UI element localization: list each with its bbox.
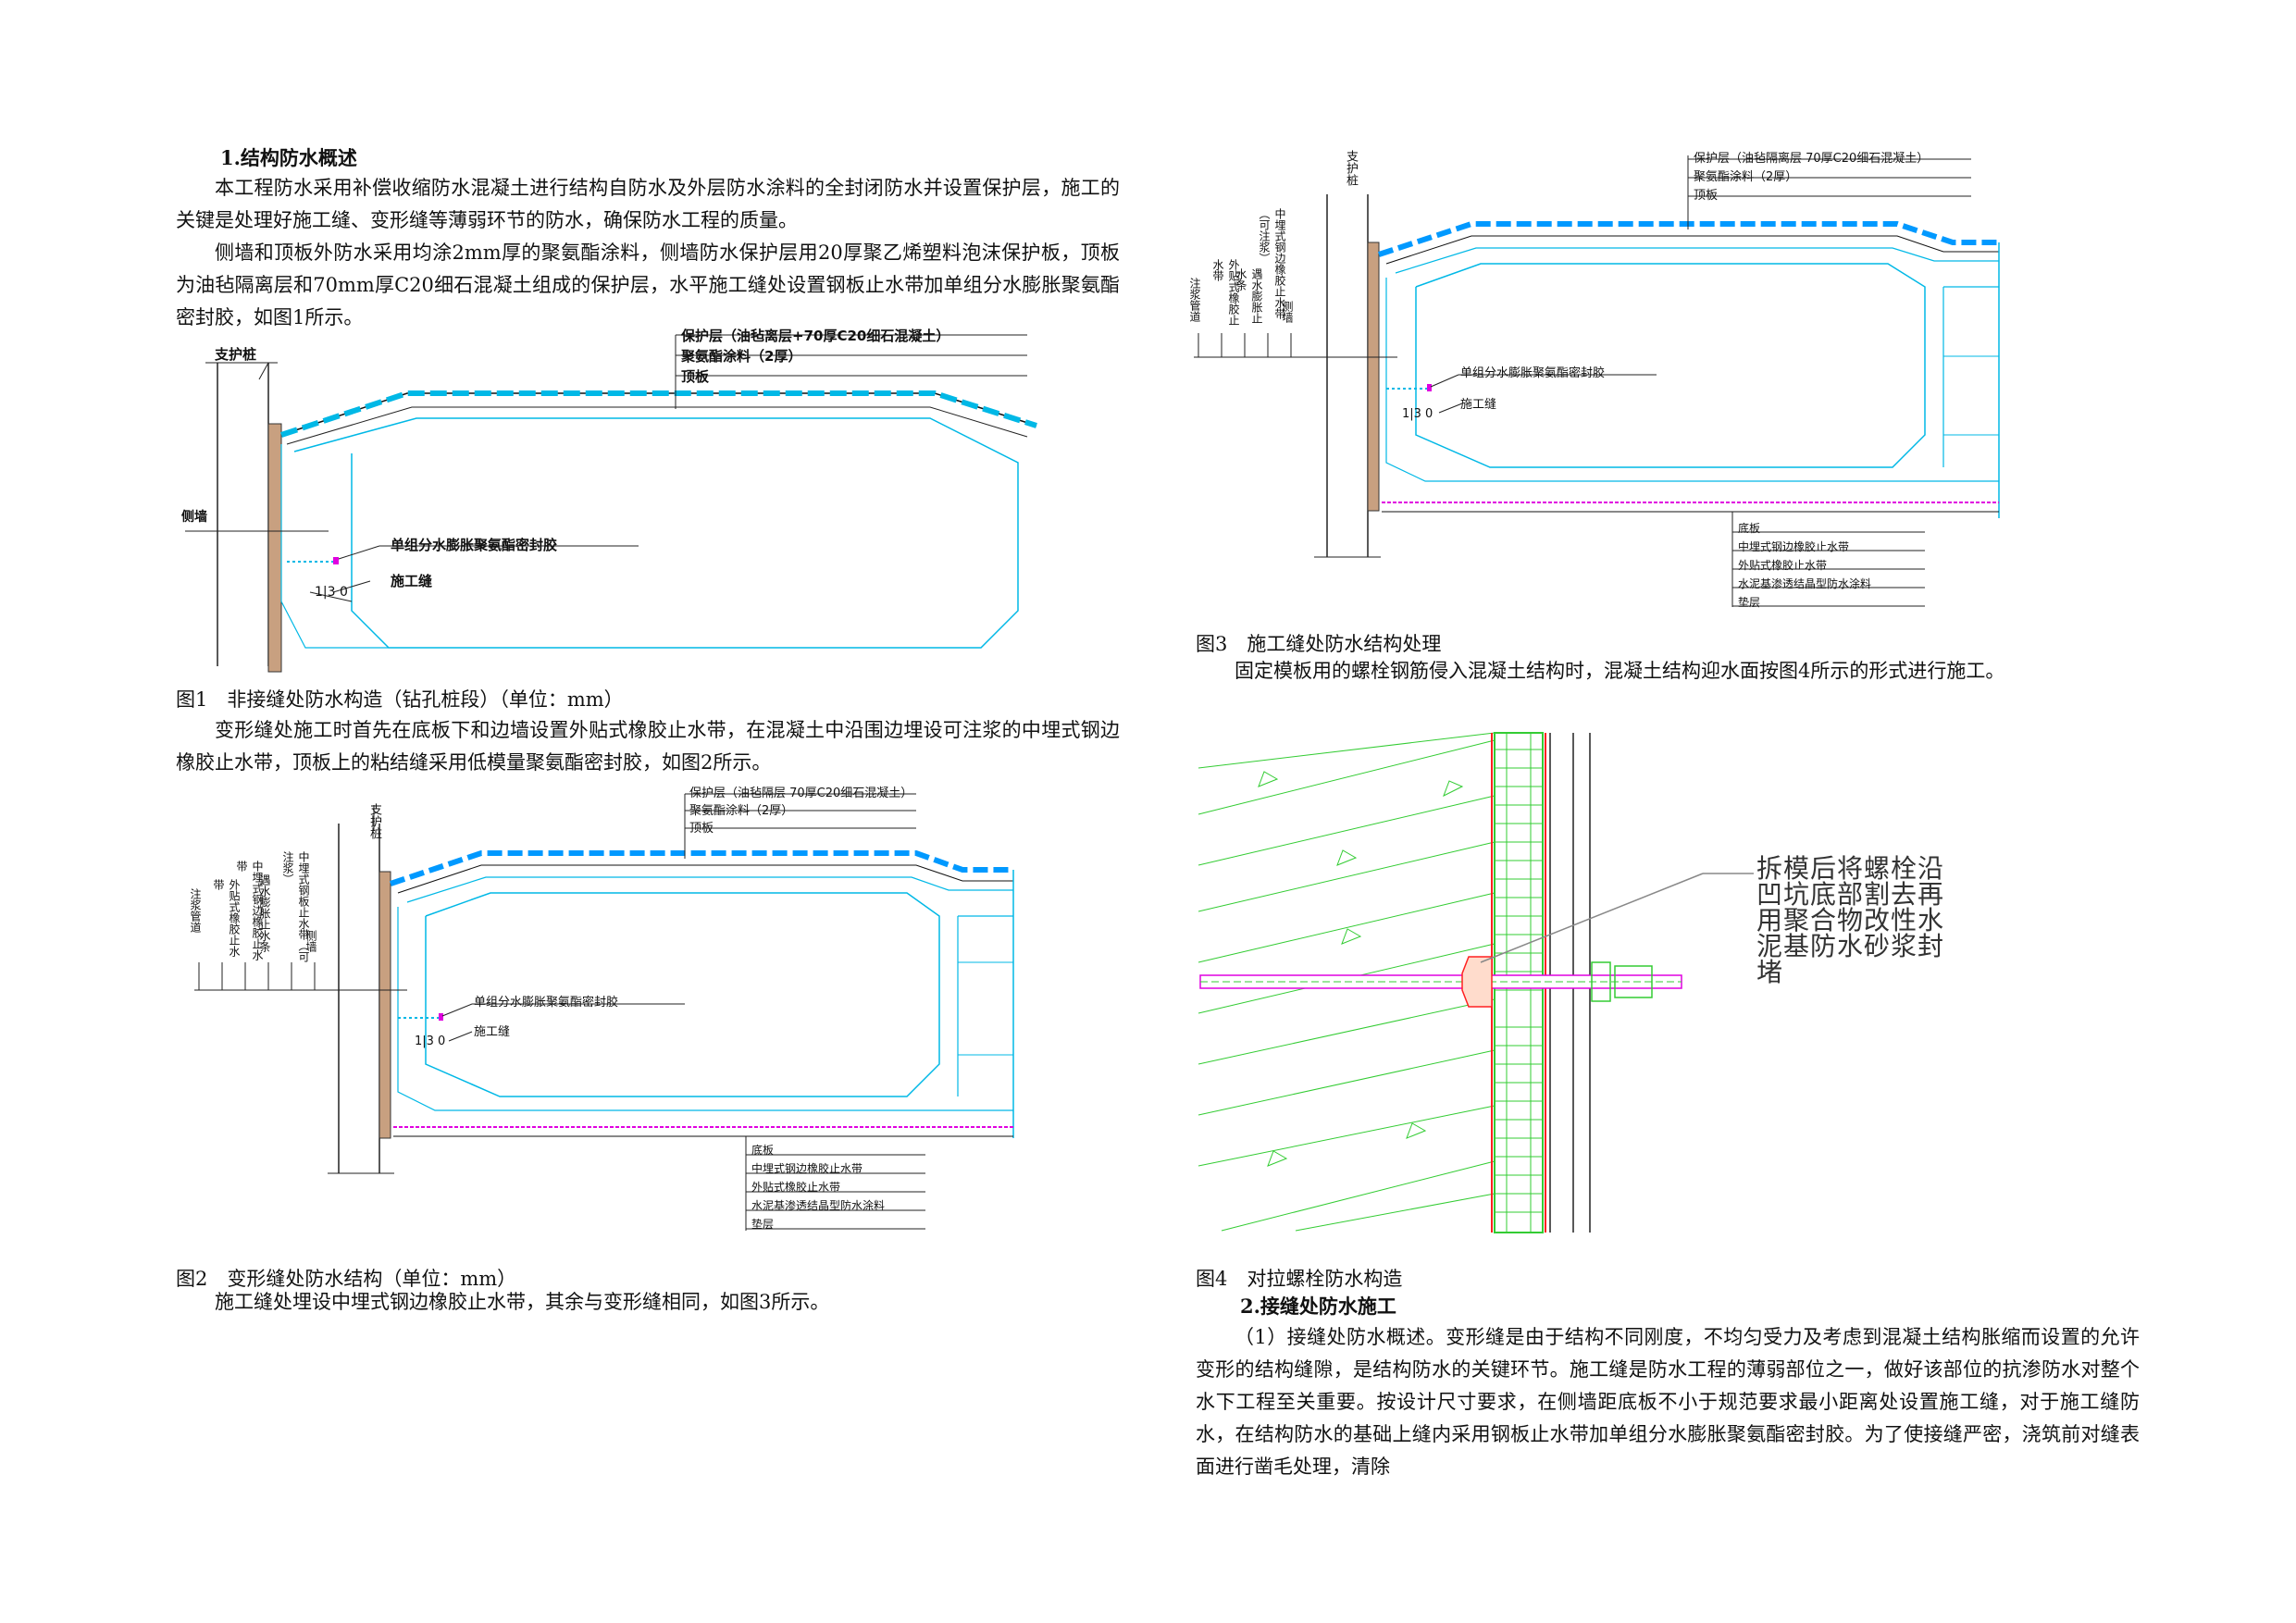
fig3-label-joint: 施工缝 xyxy=(1460,398,1497,412)
left-para-block-3: 施工缝处埋设中埋式钢边橡胶止水带，其余与变形缝相同，如图3所示。 xyxy=(176,1286,1120,1319)
fig2-bottom-label: 外贴式橡胶止水带 xyxy=(751,1181,841,1194)
fig3-bottom-label: 底板 xyxy=(1738,522,1761,535)
fig3-bottom-label: 中埋式钢边橡胶止水带 xyxy=(1738,540,1850,553)
fig3-left-label: 外贴式橡胶止水带 xyxy=(1211,259,1240,326)
right-para-block-2: （1）接缝处防水概述。变形缝是由于结构不同刚度，不均匀受力及考虑到混凝土结构胀缩… xyxy=(1196,1321,2140,1483)
fig2-left-label: 中埋式钢板止水带（可注浆） xyxy=(281,851,310,962)
fig1-dimension: 1|3 0 xyxy=(315,585,348,600)
fig2-left-label: 中埋式钢边橡胶止水带 xyxy=(235,861,264,960)
fig2-bottom-label: 水泥基渗透结晶型防水涂料 xyxy=(751,1199,886,1212)
fig3-left-label: 侧墙 xyxy=(1281,301,1294,323)
fig4-note-line: 堵 xyxy=(1756,957,1784,987)
fig2-bottom-label: 垫层 xyxy=(751,1218,775,1231)
fig2-label-roof: 顶板 xyxy=(689,822,714,836)
fig1-label-wall: 侧墙 xyxy=(181,510,207,525)
section-heading-1: 1.结构防水概述 xyxy=(220,146,357,169)
paragraph: 变形缝处施工时首先在底板下和边墙设置外贴式橡胶止水带，在混凝土中沿围边埋设可注浆… xyxy=(176,719,1120,774)
paragraph: 固定模板用的螺栓钢筋侵入混凝土结构时，混凝土结构迎水面按图4所示的形式进行施工。 xyxy=(1235,660,2005,682)
fig4-note: 拆模后将螺栓沿 凹坑底部割去再 用聚合物改性水 泥基防水砂浆封 堵 xyxy=(1756,856,1944,985)
section-heading-2: 2.接缝处防水施工 xyxy=(1240,1295,1396,1318)
fig4-note-line: 用聚合物改性水 xyxy=(1756,905,1945,935)
fig3-caption: 图3 施工缝处防水结构处理 xyxy=(1196,633,1442,655)
paragraph: 施工缝处埋设中埋式钢边橡胶止水带，其余与变形缝相同，如图3所示。 xyxy=(215,1291,830,1313)
fig1-label-sealant: 单组分水膨胀聚氨酯密封胶 xyxy=(391,537,558,553)
fig2-caption: 图2 变形缝处防水结构（单位：mm） xyxy=(176,1268,517,1290)
fig4-note-line: 凹坑底部割去再 xyxy=(1756,879,1945,910)
right-para-block-1: 固定模板用的螺栓钢筋侵入混凝土结构时，混凝土结构迎水面按图4所示的形式进行施工。 xyxy=(1196,655,2140,688)
fig3-label-coating: 聚氨酯涂料（2厚） xyxy=(1694,170,1798,184)
left-para-block-1: 本工程防水采用补偿收缩防水混凝土进行结构自防水及外层防水涂料的全封闭防水并设置保… xyxy=(176,172,1120,334)
fig4-caption: 图4 对拉螺栓防水构造 xyxy=(1196,1268,1403,1290)
fig3-bottom-label: 水泥基渗透结晶型防水涂料 xyxy=(1738,577,1872,590)
paragraph: 侧墙和顶板外防水采用均涂2mm厚的聚氨酯涂料，侧墙防水保护层用20厚聚乙烯塑料泡… xyxy=(176,242,1120,328)
fig2-dimension: 1|3 0 xyxy=(415,1035,446,1048)
fig2-bottom-label: 底板 xyxy=(751,1144,775,1157)
fig3-left-label: 注浆管道 xyxy=(1188,278,1201,322)
fig2-label-sealant: 单组分水膨胀聚氨酯密封胶 xyxy=(474,996,619,1010)
fig1-label-coating: 聚氨酯涂料（2厚） xyxy=(681,348,802,365)
figure-1-drawing xyxy=(185,334,1037,673)
fig3-bottom-label: 外贴式橡胶止水带 xyxy=(1738,559,1828,572)
figure-4-drawing xyxy=(1198,732,1754,1233)
fig1-label-protect: 保护层（油毡离层+70厚C20细石混凝土） xyxy=(681,328,950,344)
fig1-caption: 图1 非接缝处防水构造（钻孔桩段）（单位：mm） xyxy=(176,688,624,711)
fig3-left-label: 遇水膨胀止水条 xyxy=(1235,268,1263,324)
paragraph: （1）接缝处防水概述。变形缝是由于结构不同刚度，不均匀受力及考虑到混凝土结构胀缩… xyxy=(1196,1326,2140,1478)
left-para-block-2: 变形缝处施工时首先在底板下和边墙设置外贴式橡胶止水带，在混凝土中沿围边埋设可注浆… xyxy=(176,714,1120,779)
fig4-note-line: 泥基防水砂浆封 xyxy=(1756,931,1945,961)
fig1-label-joint: 施工缝 xyxy=(391,573,433,589)
fig2-left-label: 遇水膨胀止水条 xyxy=(258,874,271,952)
fig2-bottom-label: 中埋式钢边橡胶止水带 xyxy=(751,1162,863,1175)
paragraph: 本工程防水采用补偿收缩防水混凝土进行结构自防水及外层防水涂料的全封闭防水并设置保… xyxy=(176,177,1120,231)
fig3-label-sealant: 单组分水膨胀聚氨酯密封胶 xyxy=(1460,366,1606,380)
fig2-left-label: 外贴式橡胶止水带 xyxy=(212,879,241,957)
fig3-bottom-label: 垫层 xyxy=(1738,596,1761,609)
fig3-label-roof: 顶板 xyxy=(1694,189,1719,203)
fig4-note-line: 拆模后将螺栓沿 xyxy=(1756,853,1945,884)
figure-2-drawing xyxy=(194,793,1014,1231)
fig2-label-protect: 保护层（油毡隔层 70厚C20细石混凝土） xyxy=(689,787,913,800)
fig3-label-pile: 支护桩 xyxy=(1344,150,1358,186)
fig3-left-label: 中埋式钢边橡胶止水带（可注浆） xyxy=(1258,208,1286,319)
fig2-label-pile: 支护桩 xyxy=(367,803,381,839)
fig1-label-roof: 顶板 xyxy=(681,368,710,385)
fig3-dimension: 1|3 0 xyxy=(1402,407,1433,421)
fig1-label-pile: 支护桩 xyxy=(215,346,257,363)
fig2-left-label: 侧墙 xyxy=(304,930,317,952)
fig2-left-label: 注浆管道 xyxy=(189,888,202,933)
figure-3-drawing xyxy=(1194,155,2000,607)
fig2-label-coating: 聚氨酯涂料（2厚） xyxy=(689,804,794,818)
fig3-label-protect: 保护层（油毡隔离层 70厚C20细石混凝土） xyxy=(1694,152,1930,166)
fig2-label-joint: 施工缝 xyxy=(474,1025,511,1039)
